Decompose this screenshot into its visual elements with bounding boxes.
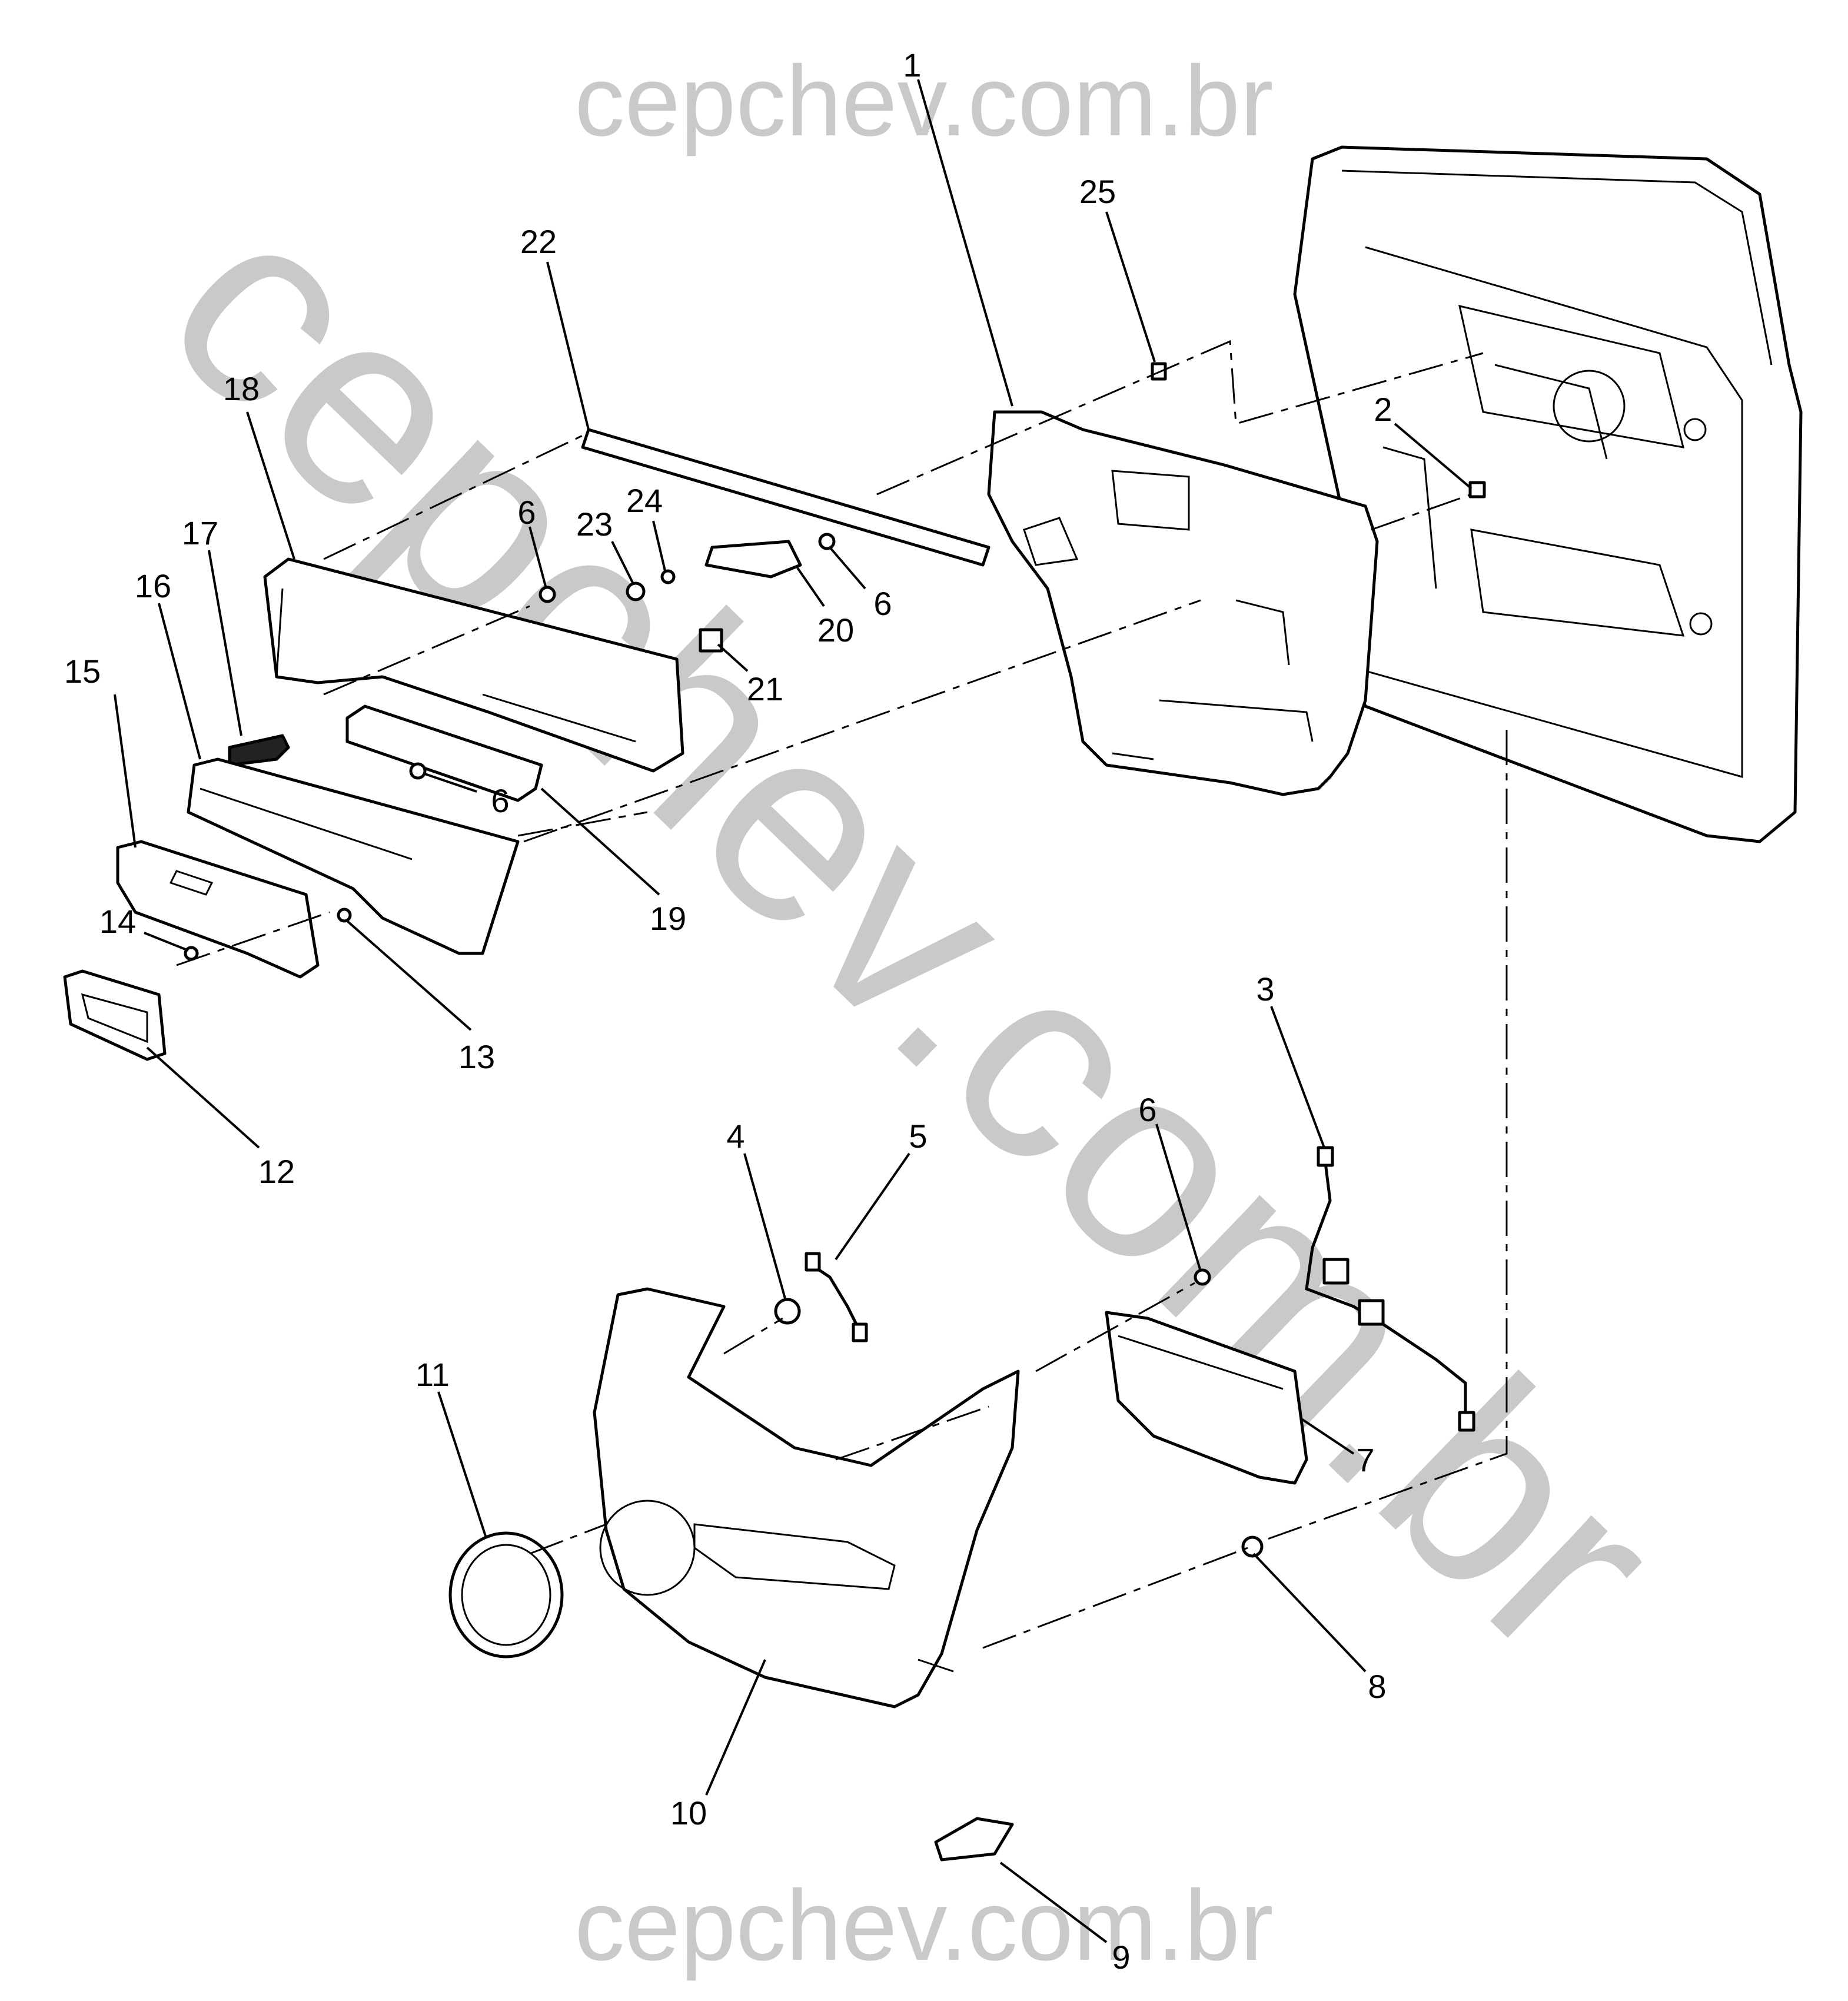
lamp-harness xyxy=(805,1252,868,1342)
callout-labels: 1 2 3 4 5 6 6 6 6 7 8 9 10 11 12 13 14 1… xyxy=(64,46,1392,1976)
callout-6b: 6 xyxy=(873,585,892,622)
map-pocket xyxy=(1105,1311,1308,1485)
armrest-pad xyxy=(345,704,543,802)
callout-16: 16 xyxy=(135,567,171,604)
callout-5: 5 xyxy=(909,1118,927,1155)
tweeter-grille xyxy=(228,734,290,767)
armrest-insert xyxy=(187,757,520,955)
watermark-bottom: cepchev.com.br xyxy=(574,1870,1273,1982)
trim-cap xyxy=(934,1817,1014,1862)
callout-2: 2 xyxy=(1374,391,1392,428)
switch-bezel xyxy=(116,840,320,979)
callout-19: 19 xyxy=(650,900,686,937)
callout-23: 23 xyxy=(576,506,613,543)
upper-trim-panel xyxy=(263,557,684,773)
callout-22: 22 xyxy=(520,223,557,260)
wiring-harness xyxy=(1305,1146,1475,1432)
callout-15: 15 xyxy=(64,653,101,690)
callout-6c: 6 xyxy=(491,782,509,819)
callout-8: 8 xyxy=(1368,1668,1386,1705)
callout-17: 17 xyxy=(182,514,218,551)
callout-4: 4 xyxy=(726,1118,744,1155)
callout-1: 1 xyxy=(903,46,921,84)
door-frame xyxy=(1293,145,1803,843)
callout-7: 7 xyxy=(1356,1441,1374,1478)
window-sealing-strip xyxy=(581,428,991,567)
lower-door-trim-panel xyxy=(593,1287,1020,1709)
callout-20: 20 xyxy=(817,611,854,649)
callout-6a: 6 xyxy=(517,494,536,531)
water-deflector-panel xyxy=(987,410,1379,796)
callout-6d: 6 xyxy=(1138,1091,1156,1128)
callout-9: 9 xyxy=(1112,1939,1130,1976)
callout-18: 18 xyxy=(223,370,260,407)
callout-14: 14 xyxy=(99,903,136,940)
fasteners xyxy=(184,362,1486,1558)
callout-11: 11 xyxy=(416,1356,450,1393)
callout-25: 25 xyxy=(1079,173,1116,210)
alignment-lines xyxy=(176,340,1508,1649)
callout-3: 3 xyxy=(1256,970,1274,1008)
leader-lines xyxy=(114,79,1473,1943)
callout-21: 21 xyxy=(747,670,783,707)
callout-12: 12 xyxy=(258,1153,295,1190)
callout-13: 13 xyxy=(458,1038,495,1075)
callout-10: 10 xyxy=(670,1794,707,1832)
inside-handle-bezel xyxy=(63,969,167,1061)
callout-24: 24 xyxy=(626,482,663,519)
speaker-cover xyxy=(448,1531,564,1658)
